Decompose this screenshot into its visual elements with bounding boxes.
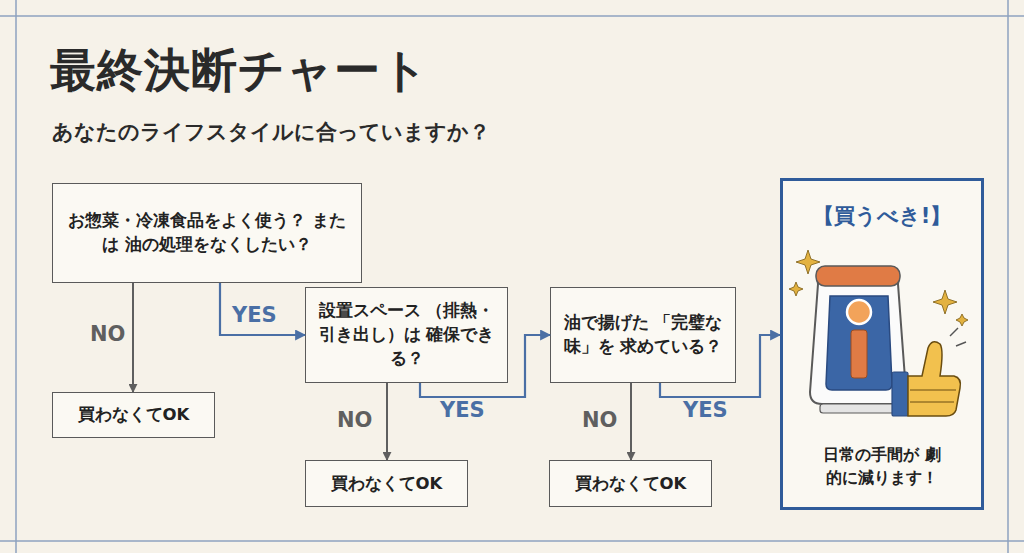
flow-arrow xyxy=(420,335,550,397)
branch-label: YES xyxy=(683,398,728,422)
box-text: 買わなくてOK xyxy=(575,472,687,496)
result-box: 買わなくてOK xyxy=(52,392,215,438)
goal-heading: 【買うべき!】 xyxy=(813,201,952,231)
branch-label: NO xyxy=(337,408,372,432)
box-text: 設置スペース （排熱・引き出し）は 確保できる？ xyxy=(315,299,498,371)
subtitle: あなたのライフスタイルに合っていますか？ xyxy=(52,118,490,146)
box-text: お惣菜・冷凍食品をよく使う？ または 油の処理をなくしたい？ xyxy=(62,209,352,257)
question-box: 油で揚げた 「完璧な味」を 求めている？ xyxy=(550,287,736,383)
branch-label: NO xyxy=(90,322,125,346)
goal-box: 【買うべき!】日常の手間が 劇的に減ります！ xyxy=(780,178,984,510)
flow-arrow xyxy=(220,283,305,335)
goal-message: 日常の手間が 劇的に減ります！ xyxy=(817,443,947,489)
question-box: 設置スペース （排熱・引き出し）は 確保できる？ xyxy=(305,287,508,383)
branch-label: YES xyxy=(232,303,277,327)
fryer-body xyxy=(810,266,906,413)
result-box: 買わなくてOK xyxy=(305,460,468,507)
result-box: 買わなくてOK xyxy=(549,460,712,507)
box-text: 油で揚げた 「完璧な味」を 求めている？ xyxy=(560,311,726,359)
flow-arrow xyxy=(386,383,388,460)
sparkles xyxy=(789,250,968,326)
flow-arrow xyxy=(630,383,632,460)
branch-label: YES xyxy=(440,398,485,422)
flow-arrow xyxy=(132,283,134,392)
chart-title: 最終決断チャート xyxy=(50,40,429,102)
box-text: 買わなくてOK xyxy=(78,403,190,427)
box-text: 買わなくてOK xyxy=(331,472,443,496)
question-box: お惣菜・冷凍食品をよく使う？ または 油の処理をなくしたい？ xyxy=(52,183,362,283)
thumbs-up xyxy=(892,328,966,416)
branch-label: NO xyxy=(582,408,617,432)
flow-arrow xyxy=(660,335,780,397)
